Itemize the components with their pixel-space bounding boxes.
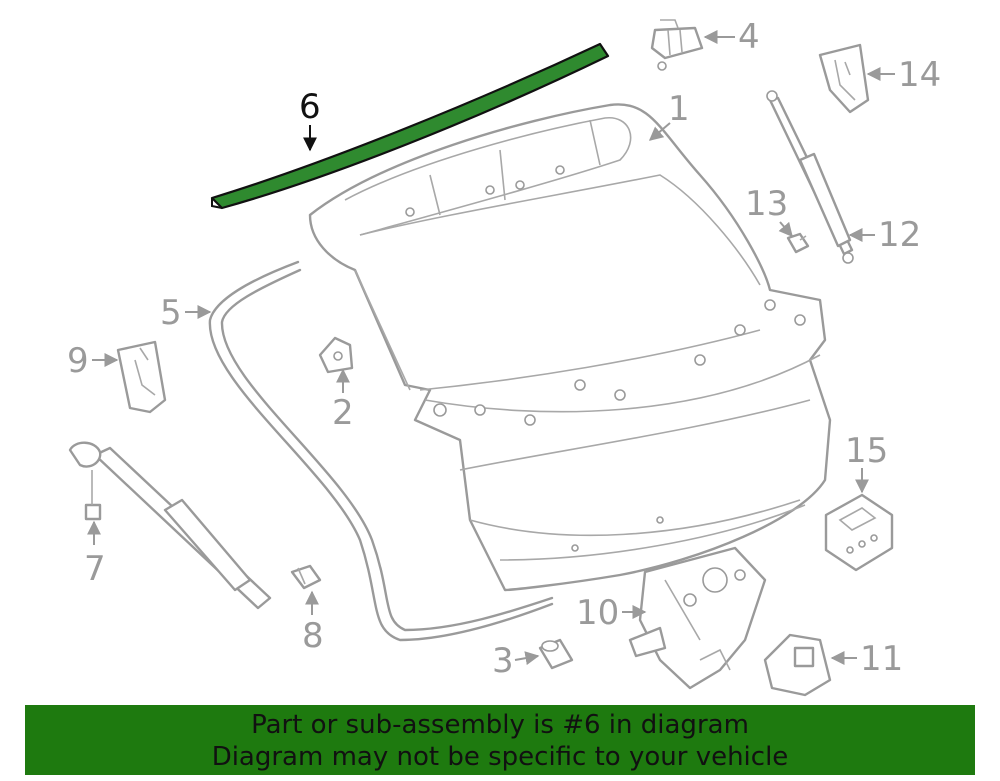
- callout-10: 10: [576, 593, 647, 633]
- banner-line-1: Part or sub-assembly is #6 in diagram: [251, 710, 749, 740]
- part-12-strut: [766, 90, 854, 264]
- callout-5: 5: [160, 293, 212, 333]
- callout-14: 14: [866, 55, 941, 95]
- callout-8: 8: [302, 590, 324, 656]
- svg-text:8: 8: [302, 616, 324, 656]
- info-banner: Part or sub-assembly is #6 in diagram Di…: [25, 705, 975, 775]
- part-15-module: [824, 493, 894, 572]
- callout-9: 9: [67, 341, 119, 381]
- svg-text:2: 2: [332, 393, 354, 433]
- svg-text:13: 13: [745, 184, 788, 224]
- svg-text:10: 10: [576, 593, 619, 633]
- svg-text:11: 11: [860, 639, 903, 679]
- part-2-bracket: [318, 336, 354, 374]
- part-7-strut: [68, 441, 272, 610]
- svg-text:5: 5: [160, 293, 182, 333]
- parts-diagram: 1 6 4 14 12: [67, 17, 941, 697]
- part-5-weatherstrip: [208, 260, 554, 642]
- callout-11: 11: [830, 639, 903, 679]
- highlighted-part-6-weatherstrip: [210, 42, 610, 210]
- svg-text:12: 12: [878, 215, 921, 255]
- part-13-bolt: [786, 232, 810, 254]
- callout-4: 4: [703, 17, 760, 57]
- callout-2: 2: [332, 368, 354, 433]
- svg-text:15: 15: [845, 431, 888, 471]
- callout-12: 12: [848, 215, 921, 255]
- svg-text:9: 9: [67, 341, 89, 381]
- part-10-latch: [628, 546, 767, 690]
- part-4-clip: [650, 19, 704, 71]
- callout-3: 3: [492, 641, 540, 681]
- svg-text:3: 3: [492, 641, 514, 681]
- banner-line-2: Diagram may not be specific to your vehi…: [211, 742, 789, 772]
- callout-13: 13: [745, 184, 793, 238]
- svg-text:4: 4: [738, 17, 760, 57]
- part-3-bumper: [538, 638, 574, 670]
- callout-15: 15: [845, 431, 888, 494]
- callout-1: 1: [648, 89, 690, 141]
- part-11-striker: [763, 633, 832, 697]
- svg-text:7: 7: [84, 549, 106, 589]
- part-8-bolt: [290, 564, 322, 590]
- liftgate-panel: [308, 103, 832, 592]
- svg-text:6: 6: [299, 87, 321, 127]
- part-14-hinge: [818, 43, 870, 114]
- callout-6: 6: [299, 87, 321, 152]
- svg-text:1: 1: [668, 89, 690, 129]
- svg-text:14: 14: [898, 55, 941, 95]
- part-9-hinge: [116, 340, 167, 414]
- callout-7: 7: [84, 520, 106, 589]
